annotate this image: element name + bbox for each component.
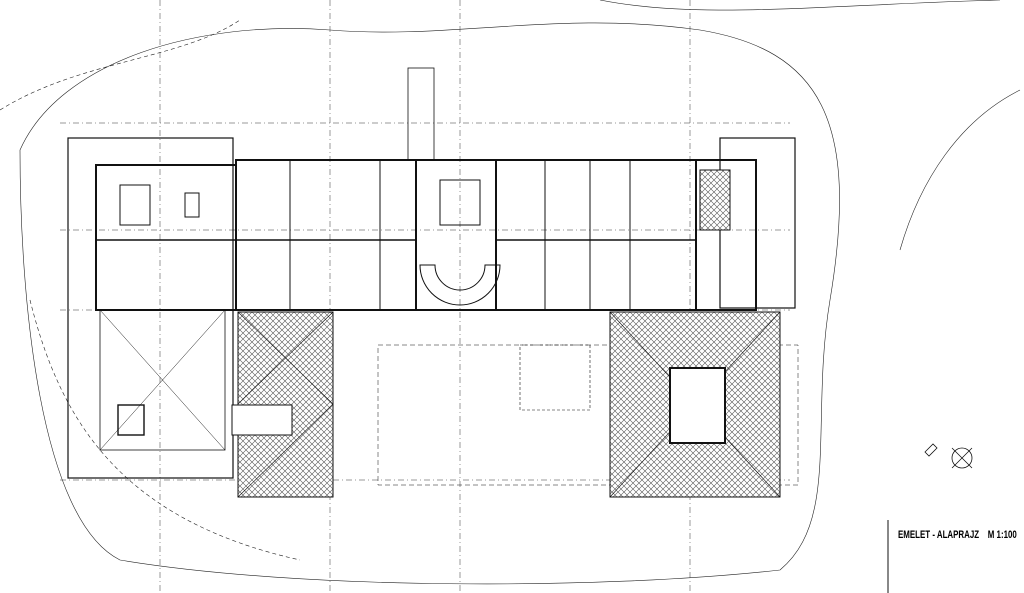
hatched-terraces [231,169,781,498]
north-arrow-icon [924,443,973,469]
drawing-title: EMELET - ALAPRAJZ M 1:100 [898,529,1017,541]
grid-axes [60,0,790,593]
drawing-scale: M 1:100 [987,529,1017,541]
building-walls [67,67,799,486]
drawing-title-text: EMELET - ALAPRAJZ [898,529,980,541]
